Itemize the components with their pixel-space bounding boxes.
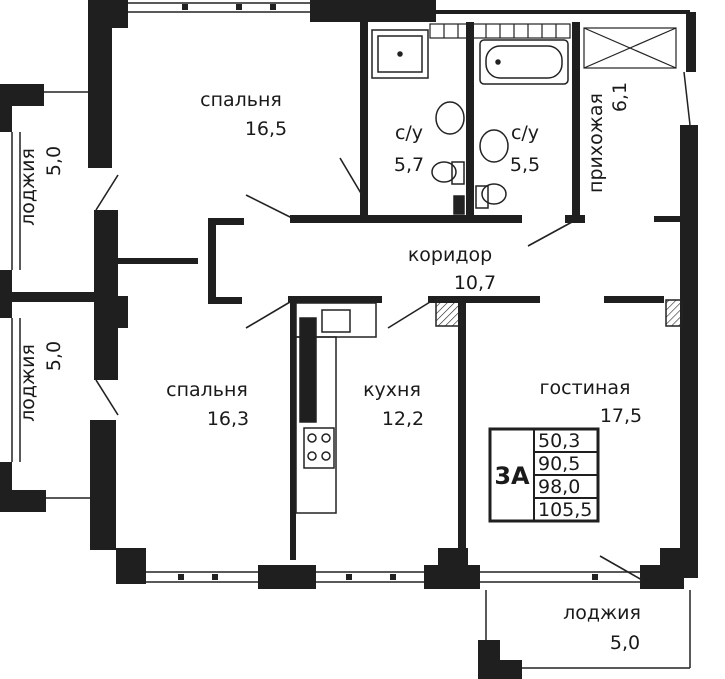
area-total-with-loggias: 105,5 bbox=[538, 499, 593, 521]
kitchen-fixtures bbox=[295, 302, 377, 514]
room-name-wc-right: с/у bbox=[510, 122, 540, 144]
outer-walls bbox=[0, 0, 698, 679]
room-area-loggia-mid: 5,0 bbox=[43, 340, 65, 372]
apartment-type: 3А bbox=[494, 462, 530, 490]
room-name-wc-left: с/у bbox=[394, 122, 424, 144]
room-name-loggia-top: лоджия bbox=[17, 148, 39, 226]
windows bbox=[11, 2, 691, 669]
room-name-kitchen: кухня bbox=[363, 379, 421, 401]
doors bbox=[95, 157, 643, 581]
duct-right bbox=[665, 299, 683, 327]
room-area-kitchen: 12,2 bbox=[381, 408, 425, 430]
room-name-corridor: коридор bbox=[407, 244, 493, 266]
room-name-bedroom-bottom: спальня bbox=[166, 379, 248, 401]
duct-living bbox=[435, 299, 463, 327]
room-area-hallway: 6,1 bbox=[609, 81, 631, 113]
room-area-living: 17,5 bbox=[599, 405, 643, 427]
interior-walls bbox=[118, 22, 680, 560]
room-area-bedroom-top: 16,5 bbox=[244, 118, 288, 140]
wc-left-fixtures bbox=[371, 29, 465, 215]
room-area-loggia-top: 5,0 bbox=[43, 145, 65, 177]
room-name-loggia-mid: лоджия bbox=[17, 344, 39, 422]
area-total-with-loggia: 98,0 bbox=[538, 476, 581, 498]
room-name-living: гостиная bbox=[539, 377, 631, 399]
window-marks bbox=[178, 4, 598, 580]
stats-box bbox=[488, 427, 600, 523]
room-area-loggia-bottom: 5,0 bbox=[609, 632, 641, 654]
room-area-wc-left: 5,7 bbox=[393, 154, 425, 176]
area-living: 50,3 bbox=[538, 430, 581, 452]
room-area-wc-right: 5,5 bbox=[509, 154, 541, 176]
area-total: 90,5 bbox=[538, 453, 581, 475]
room-name-bedroom-top: спальня bbox=[200, 89, 282, 111]
wardrobe bbox=[583, 27, 677, 69]
room-area-corridor: 10,7 bbox=[453, 272, 497, 294]
radiator bbox=[429, 23, 571, 39]
room-area-bedroom-bottom: 16,3 bbox=[206, 408, 250, 430]
room-name-hallway: прихожая bbox=[585, 93, 607, 193]
room-name-loggia-bottom: лоджия bbox=[563, 602, 641, 624]
wc-right-fixtures bbox=[475, 39, 569, 209]
